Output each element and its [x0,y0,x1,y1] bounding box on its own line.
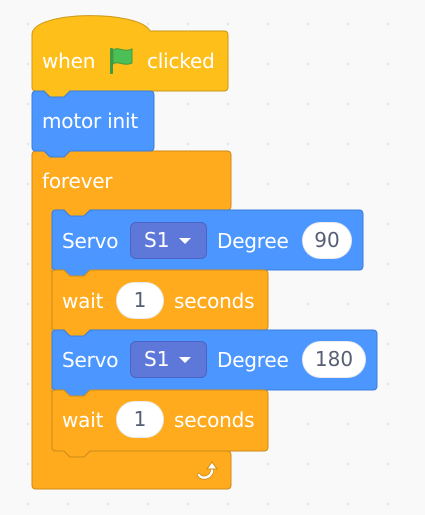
degree-input[interactable]: 90 [302,222,352,259]
seconds-label: seconds [174,408,255,432]
wait-label: wait [62,289,104,313]
servo-label: Servo [62,229,119,253]
loop-arrow-icon [197,461,218,480]
servo-port-value: S1 [144,228,170,252]
chevron-down-icon [179,357,191,363]
when-label: when [42,49,96,73]
wait-seconds-input[interactable]: 1 [116,401,164,438]
servo-port-dropdown[interactable]: S1 [130,222,207,259]
wait-label: wait [62,408,104,432]
servo-block-1[interactable] [51,209,364,277]
clicked-label: clicked [147,49,215,73]
servo-port-dropdown[interactable]: S1 [130,341,207,378]
green-flag-icon [110,48,133,74]
servo-label: Servo [62,348,119,372]
chevron-down-icon [179,238,191,244]
degree-label: Degree [217,348,289,372]
forever-label: forever [42,169,113,193]
motor-init-label: motor init [42,109,139,133]
wait-seconds-input[interactable]: 1 [116,282,164,319]
degree-label: Degree [217,229,289,253]
degree-input[interactable]: 180 [302,341,366,378]
seconds-label: seconds [174,289,255,313]
servo-port-value: S1 [144,347,170,371]
motor-init-block[interactable] [31,90,155,158]
